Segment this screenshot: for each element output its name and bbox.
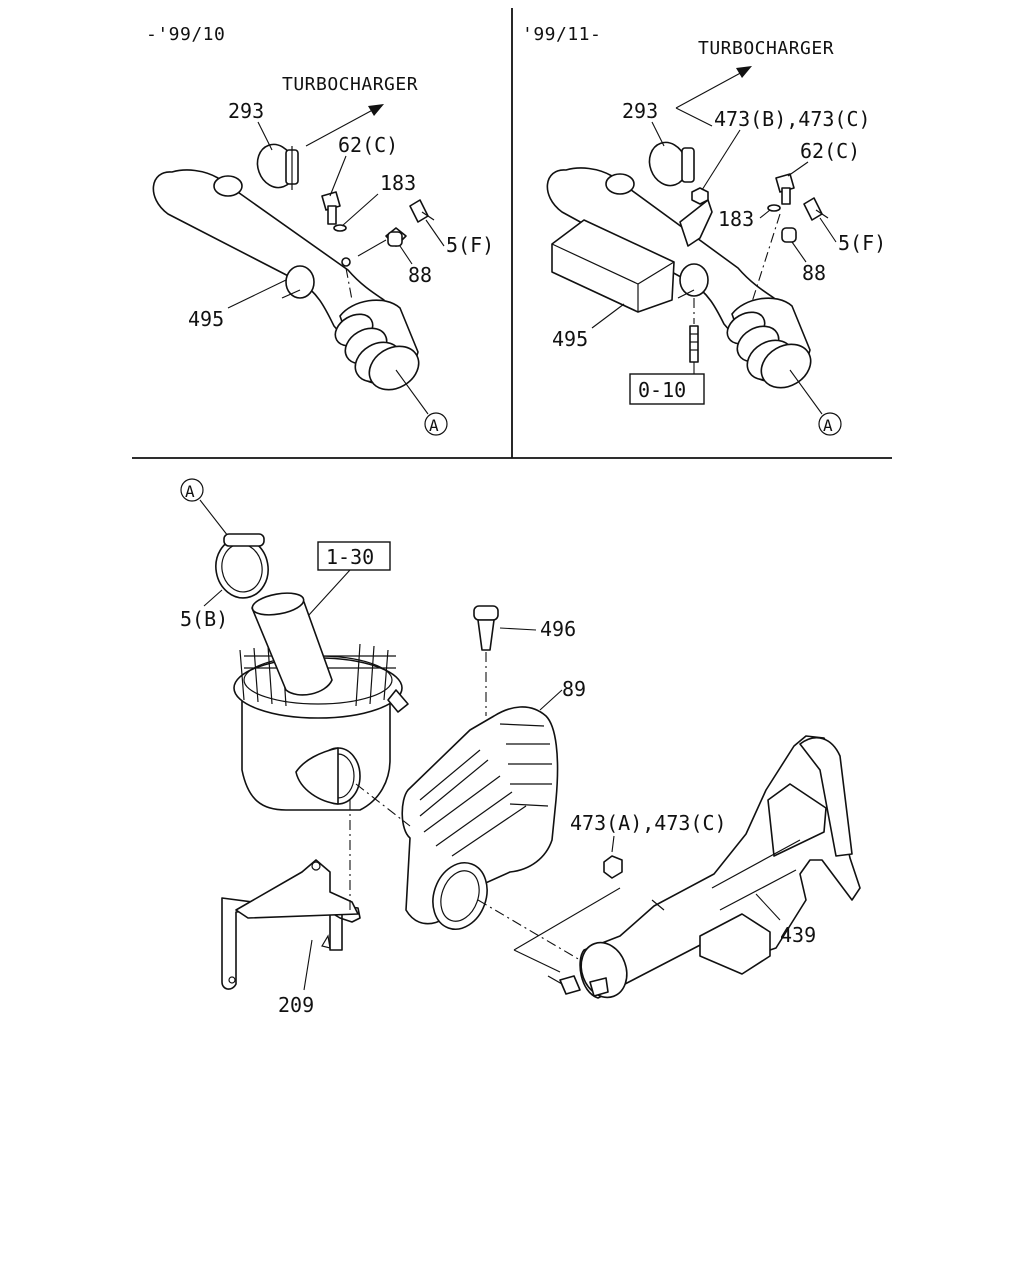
intake-duct-439 — [547, 735, 861, 999]
callout-439: 439 — [780, 923, 816, 947]
ref-a-right: A — [823, 416, 833, 435]
callout-473bc: 473(B),473(C) — [714, 107, 871, 131]
callout-88-right: 88 — [802, 261, 826, 285]
ref-circle-a-bottom — [180, 478, 204, 502]
nut-473a — [603, 855, 623, 879]
right-top-panel: '99/11- TURBOCHARGER — [522, 24, 886, 436]
callout-62c-left: 62(C) — [338, 133, 398, 157]
rubber-hose-right — [726, 297, 812, 389]
resonator-box-right — [551, 219, 675, 313]
resonator-89 — [401, 706, 559, 930]
turbocharger-label-left: TURBOCHARGER — [282, 74, 418, 95]
bracket-right — [679, 199, 713, 247]
bottom-assembly: A 5(B) 1-30 — [180, 478, 861, 1017]
turbocharger-label-right: TURBOCHARGER — [698, 38, 834, 59]
ref-circle-a-right — [818, 412, 842, 436]
spacer-88-right — [781, 227, 797, 243]
nut-473-right — [691, 187, 709, 205]
bracket-209 — [221, 859, 361, 990]
washer-183-right — [767, 204, 781, 212]
clamp-293-right — [648, 141, 695, 187]
arrowhead-left — [368, 104, 384, 116]
callout-5b: 5(B) — [180, 607, 228, 631]
ref-circle-a-left — [424, 412, 448, 436]
turbocharger-arrow-left — [305, 105, 381, 147]
box-1-30 — [317, 541, 391, 571]
callout-496: 496 — [540, 617, 576, 641]
clamp-293-left — [256, 143, 299, 190]
callout-62c-right: 62(C) — [800, 139, 860, 163]
date-range-early: -'99/10 — [146, 24, 225, 45]
date-range-late: '99/11- — [522, 24, 601, 45]
callout-5f-right: 5(F) — [838, 231, 886, 255]
callout-473ac: 473(A),473(C) — [570, 811, 727, 835]
washer-183-left — [333, 224, 347, 232]
callout-183-left: 183 — [380, 171, 416, 195]
clip-5f-right — [803, 197, 829, 221]
clip-5f-left — [409, 199, 435, 223]
callout-495-left: 495 — [188, 307, 224, 331]
callout-209: 209 — [278, 993, 314, 1017]
arrowhead-right — [736, 66, 752, 78]
callout-293-left: 293 — [228, 99, 264, 123]
bolt-62c-left — [321, 191, 341, 225]
box-0-10 — [629, 373, 705, 405]
pin-496 — [473, 605, 499, 651]
rubber-hose-left — [334, 299, 420, 391]
callout-495-right: 495 — [552, 327, 588, 351]
callout-5f-left: 5(F) — [446, 233, 494, 257]
spacer-88-left — [385, 227, 407, 247]
bolt-62c-right — [775, 173, 795, 205]
left-top-panel: -'99/10 TURBOCHARGER — [146, 24, 494, 436]
ref-a-left: A — [429, 416, 439, 435]
ref-0-10: 0-10 — [638, 378, 686, 402]
stud-0-10 — [689, 325, 699, 363]
callout-89: 89 — [562, 677, 586, 701]
ref-1-30: 1-30 — [326, 545, 374, 569]
callout-88-left: 88 — [408, 263, 432, 287]
callout-183-right: 183 — [718, 207, 754, 231]
ref-a-bottom: A — [185, 482, 195, 501]
air-cleaner-assembly — [233, 592, 409, 811]
clamp-5b — [215, 533, 269, 599]
callout-293-right: 293 — [622, 99, 658, 123]
